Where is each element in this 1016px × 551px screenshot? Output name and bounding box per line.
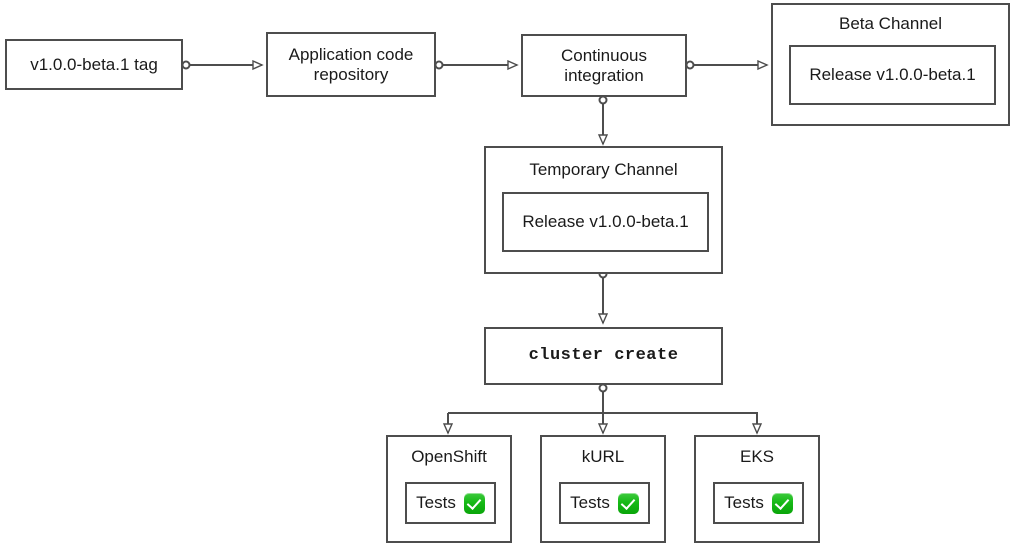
group-cluster-kurl[interactable]: kURL Tests <box>540 435 666 543</box>
node-version-tag-label: v1.0.0-beta.1 tag <box>30 54 158 74</box>
openshift-tests-label: Tests <box>416 493 456 512</box>
group-temporary-channel-title: Temporary Channel <box>529 160 678 179</box>
beta-channel-release-box[interactable]: Release v1.0.0-beta.1 <box>789 45 996 105</box>
group-cluster-eks[interactable]: EKS Tests <box>694 435 820 543</box>
group-temporary-channel[interactable]: Temporary Channel Release v1.0.0-beta.1 <box>484 146 723 274</box>
group-cluster-kurl-title: kURL <box>581 447 625 466</box>
beta-channel-release-label: Release v1.0.0-beta.1 <box>809 65 976 84</box>
green-check-icon <box>771 492 793 514</box>
temporary-channel-release-label: Release v1.0.0-beta.1 <box>522 212 689 231</box>
kurl-tests-box[interactable]: Tests <box>559 482 650 524</box>
node-cluster-create-command-label: cluster create <box>528 346 679 366</box>
node-continuous-integration-label: Continuous integration <box>560 45 647 85</box>
node-version-tag[interactable]: v1.0.0-beta.1 tag <box>5 39 183 90</box>
green-check-icon <box>617 492 639 514</box>
edge-endpoint-dot-command <box>598 383 608 393</box>
node-application-code-repository[interactable]: Application code repository <box>266 32 436 97</box>
group-cluster-openshift-title: OpenShift <box>411 447 487 466</box>
group-beta-channel[interactable]: Beta Channel Release v1.0.0-beta.1 <box>771 3 1010 126</box>
kurl-tests-label: Tests <box>570 493 610 512</box>
edge-endpoint-dot-ci-bottom <box>598 95 608 105</box>
edge-endpoint-dot-tag <box>181 60 191 70</box>
group-cluster-openshift[interactable]: OpenShift Tests <box>386 435 512 543</box>
edge-endpoint-dot-ci-right <box>685 60 695 70</box>
edge-endpoint-dot-repo <box>434 60 444 70</box>
node-cluster-create-command[interactable]: cluster create <box>484 327 723 385</box>
temporary-channel-release-box[interactable]: Release v1.0.0-beta.1 <box>502 192 709 252</box>
openshift-tests-box[interactable]: Tests <box>405 482 496 524</box>
group-cluster-eks-title: EKS <box>739 447 775 466</box>
node-continuous-integration[interactable]: Continuous integration <box>521 34 687 97</box>
node-application-code-repository-label: Application code repository <box>288 44 414 84</box>
eks-tests-box[interactable]: Tests <box>713 482 804 524</box>
eks-tests-label: Tests <box>724 493 764 512</box>
group-beta-channel-title: Beta Channel <box>838 14 943 33</box>
green-check-icon <box>463 492 485 514</box>
